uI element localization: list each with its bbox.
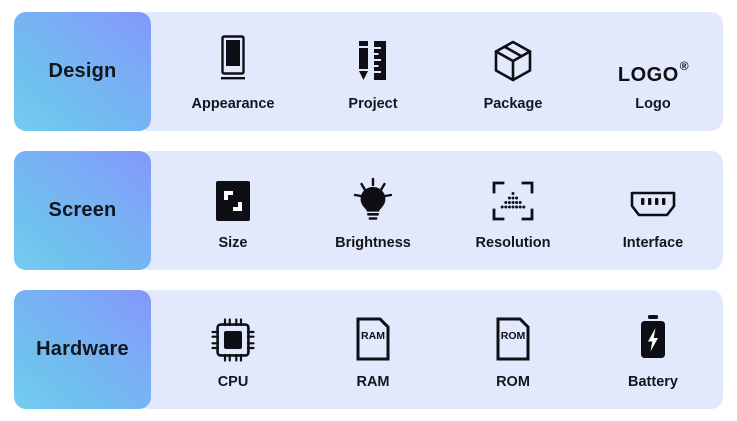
hdmi-port-icon (627, 170, 679, 224)
feature-label: Brightness (335, 235, 411, 251)
feature-logo[interactable]: LOGO® Logo (591, 12, 716, 131)
feature-interface[interactable]: Interface (591, 151, 716, 270)
feature-rom[interactable]: ROM ROM (451, 290, 576, 409)
feature-panel-hardware: CPU RAM RAM ROM ROM (137, 290, 723, 409)
feature-label: Interface (622, 235, 684, 251)
feature-brightness[interactable]: Brightness (311, 151, 436, 270)
category-label-text: Design (48, 60, 117, 82)
feature-label: Logo (635, 96, 671, 112)
pencil-ruler-icon (353, 31, 393, 85)
feature-resolution[interactable]: Resolution (451, 151, 576, 270)
category-label-screen[interactable]: Screen (14, 151, 151, 270)
battery-bolt-icon (635, 309, 671, 363)
category-row-design: Design Appearance (14, 12, 723, 131)
logo-trademark-icon: LOGO® (617, 31, 690, 86)
feature-appearance[interactable]: Appearance (171, 12, 296, 131)
feature-label: Package (483, 96, 543, 112)
rom-card-icon: ROM (492, 309, 534, 363)
cpu-chip-icon (210, 309, 256, 363)
feature-label: Resolution (475, 235, 551, 251)
phone-appearance-icon (213, 31, 253, 85)
rom-card-text: ROM (501, 330, 526, 342)
feature-panel-design: Appearance (137, 12, 723, 131)
category-row-hardware: Hardware (14, 290, 723, 409)
logo-glyph-text: LOGO (617, 64, 679, 86)
feature-label: Battery (628, 374, 678, 390)
ram-card-icon: RAM (352, 309, 394, 363)
feature-label: CPU (217, 374, 249, 390)
feature-package[interactable]: Package (451, 12, 576, 131)
package-box-icon (489, 31, 537, 85)
resize-corners-icon (211, 170, 255, 224)
ram-card-text: RAM (361, 330, 385, 342)
feature-label: ROM (496, 374, 530, 390)
category-label-text: Screen (48, 199, 117, 221)
feature-label: Size (218, 235, 248, 251)
feature-size[interactable]: Size (171, 151, 296, 270)
feature-panel-screen: Size (137, 151, 723, 270)
feature-battery[interactable]: Battery (591, 290, 716, 409)
category-label-text: Hardware (36, 338, 129, 360)
feature-project[interactable]: Project (311, 12, 436, 131)
feature-label: RAM (356, 374, 390, 390)
feature-cpu[interactable]: CPU (171, 290, 296, 409)
feature-label: Project (348, 96, 398, 112)
lightbulb-icon (350, 170, 396, 224)
category-row-screen: Screen Size (14, 151, 723, 270)
feature-ram[interactable]: RAM RAM (311, 290, 436, 409)
category-label-hardware[interactable]: Hardware (14, 290, 151, 409)
feature-label: Appearance (191, 96, 275, 112)
category-label-design[interactable]: Design (14, 12, 151, 131)
resolution-frame-icon (489, 170, 537, 224)
registered-trademark-icon: ® (679, 59, 690, 73)
